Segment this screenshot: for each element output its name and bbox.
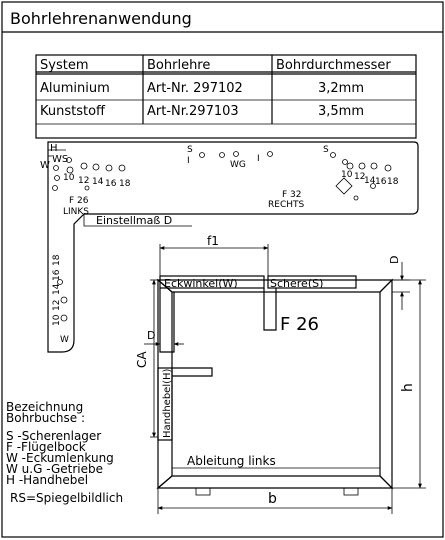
label-ableitung: Ableitung links — [187, 454, 276, 468]
i-mark: I — [257, 154, 260, 164]
label-d-top: D — [388, 256, 401, 264]
size-label: 18 — [387, 177, 399, 187]
label-d-left: D — [147, 329, 155, 342]
label-b-dim: b — [268, 491, 277, 507]
legend-heading: Bezeichnung — [6, 400, 83, 414]
size-label: 16 — [105, 179, 117, 189]
template-right-side: RECHTS — [268, 200, 304, 210]
spec-table: System Bohrlehre Bohrdurchmesser Alumini… — [35, 54, 417, 139]
table-header-system: System — [40, 58, 88, 73]
template-label-wg: WG — [230, 160, 246, 170]
template-label-h: H — [50, 143, 58, 154]
table-header-bohrlehre: Bohrlehre — [147, 58, 210, 73]
table-cell-bohrlehre: Art-Nr.297103 — [147, 104, 239, 119]
drilling-template: H WS W 10 12 14 16 18 F 26 LINKS Einstel… — [40, 141, 419, 353]
label-handhebel: Handhebel(H) — [162, 368, 173, 438]
template-right-f: F 32 — [282, 190, 302, 200]
label-eckwinkel: Eckwinkel(W) — [164, 277, 238, 290]
size-label: 18 — [52, 254, 62, 266]
label-schere: Schere(S) — [270, 277, 323, 290]
size-label: 14 — [52, 283, 62, 295]
table-cell-diameter: 3,5mm — [318, 104, 364, 119]
template-label-w: W — [40, 160, 50, 171]
template-left-f: F 26 — [69, 196, 89, 206]
legend-item: S -Scherenlager — [6, 429, 101, 443]
legend-footnote: RS=Spiegelbildlich — [10, 491, 123, 505]
legend-item: W -Eckumlenkung — [6, 451, 114, 465]
size-label: 18 — [119, 179, 131, 189]
size-label: 10 — [52, 314, 62, 326]
table-header-bohrdurchmesser: Bohrdurchmesser — [276, 58, 391, 73]
legend-item: F -Flügelbock — [6, 440, 86, 454]
legend-heading: Bohrbuchse : — [6, 411, 85, 425]
label-h-dim: h — [400, 383, 416, 392]
template-label-s: S — [187, 145, 193, 155]
i-mark: I — [187, 156, 190, 166]
table-cell-system: Aluminium — [40, 81, 110, 96]
table-cell-system: Kunststoff — [40, 104, 106, 119]
template-label-s: S — [323, 145, 329, 155]
label-f1: f1 — [207, 234, 219, 248]
size-label: 16 — [375, 177, 387, 187]
sheet-title: Bohrlehrenanwendung — [10, 9, 192, 28]
table-cell-diameter: 3,2mm — [318, 81, 364, 96]
window-frame: Eckwinkel(W) Schere(S) F 26 Handhebel(H)… — [135, 234, 426, 514]
table-cell-bohrlehre: Art-Nr. 297102 — [147, 81, 243, 96]
legend-item: H -Handhebel — [6, 473, 88, 487]
template-label-ws: WS — [52, 154, 68, 165]
size-label: 16 — [52, 269, 62, 281]
size-label: 10 — [341, 170, 353, 180]
legend: Bezeichnung Bohrbuchse : S -Scherenlager… — [6, 400, 123, 505]
size-label: 14 — [92, 177, 104, 187]
legend-item: W u.G -Getriebe — [6, 462, 103, 476]
left-hole-group: 10 12 14 16 18 — [52, 157, 131, 191]
size-label: 10 — [63, 173, 75, 183]
template-vertical-w: W — [60, 335, 69, 345]
label-ca: CA — [135, 351, 149, 368]
label-f26: F 26 — [280, 314, 319, 335]
right-hole-group: 10 12 14 16 18 — [335, 159, 399, 201]
size-label: 12 — [52, 300, 62, 311]
template-left-side: LINKS — [63, 207, 89, 217]
size-label: 12 — [354, 172, 365, 182]
einstellmass-label: Einstellmaß D — [96, 214, 172, 227]
size-label: 12 — [78, 176, 89, 186]
size-label: 14 — [364, 176, 376, 186]
